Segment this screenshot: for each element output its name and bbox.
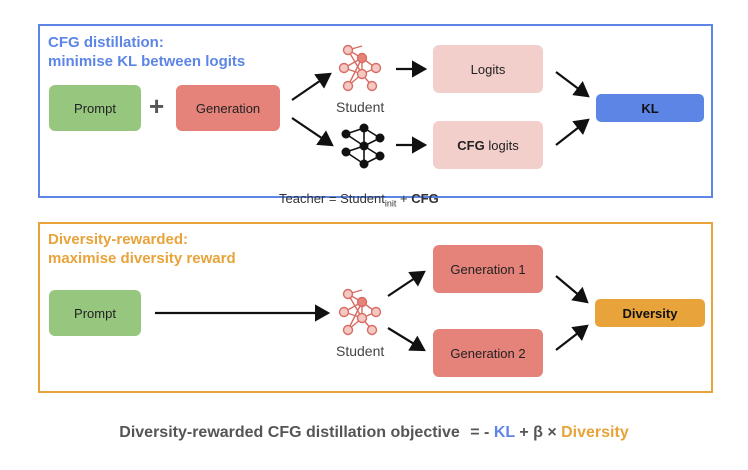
cfg-prompt-box: Prompt: [49, 85, 141, 131]
teacher-prefix: Teacher = Student: [279, 191, 385, 206]
teacher-formula: Teacher = Studentinit + CFG: [272, 176, 439, 209]
diversity-panel-title-line2: maximise diversity reward: [48, 250, 236, 267]
diversity-box: Diversity: [595, 299, 705, 327]
student-network-icon: [338, 44, 382, 92]
cfg-panel-title-line1: CFG distillation:: [48, 34, 164, 51]
diversity-panel-title: Diversity-rewarded: maximise diversity r…: [48, 230, 236, 268]
diversity-panel-title-line1: Diversity-rewarded:: [48, 231, 189, 248]
kl-box: KL: [596, 94, 704, 122]
teacher-sub: init: [384, 198, 397, 209]
generation1-box: Generation 1: [433, 245, 543, 293]
cfg-student-label: Student: [336, 99, 385, 115]
diversity-panel: [38, 222, 713, 393]
objective-diversity: Diversity: [561, 424, 629, 441]
cfg-generation-box: Generation: [176, 85, 280, 131]
diversity-student-label: Student: [336, 343, 385, 359]
cfg-panel-title-line2: minimise KL between logits: [48, 53, 246, 70]
teacher-plus: +: [396, 191, 412, 206]
teacher-network-icon: [341, 123, 385, 169]
student-network-icon: [338, 288, 382, 336]
cfg-logits-bold: CFG: [457, 137, 485, 153]
objective-kl: KL: [493, 424, 515, 441]
objective-text: Diversity-rewarded CFG distillation obje…: [119, 424, 460, 441]
diversity-prompt-box: Prompt: [49, 290, 141, 336]
logits-box: Logits: [433, 45, 543, 93]
generation2-box: Generation 2: [433, 329, 543, 377]
cfg-logits-rest: logits: [484, 137, 519, 153]
cfg-panel-title: CFG distillation: minimise KL between lo…: [48, 33, 245, 71]
objective-formula: Diversity-rewarded CFG distillation obje…: [0, 424, 748, 442]
objective-equals: = -: [470, 424, 490, 441]
cfg-distillation-panel: [38, 24, 713, 198]
objective-plus-beta: + β ×: [519, 424, 557, 441]
plus-sign: +: [149, 91, 165, 121]
teacher-cfg: CFG: [411, 191, 439, 206]
cfg-logits-box: CFG logits: [433, 121, 543, 169]
